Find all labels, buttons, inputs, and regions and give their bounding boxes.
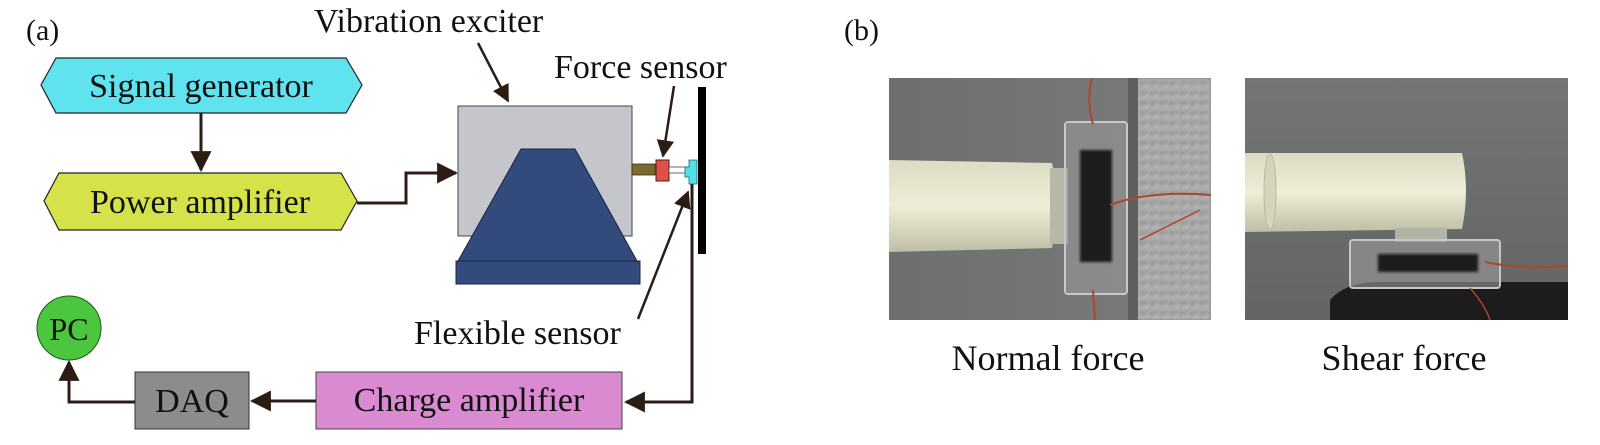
flexible-sensor-pointer	[636, 190, 691, 320]
signal-generator-label: Signal generator	[89, 68, 313, 105]
power-amplifier-label: Power amplifier	[90, 184, 311, 221]
photo-normal-force	[889, 78, 1211, 320]
flexible-sensor-label: Flexible sensor	[414, 315, 621, 352]
exciter-shaft	[631, 163, 656, 176]
pc-label: PC	[49, 311, 88, 347]
force-sensor	[655, 159, 670, 182]
panel-b-label: (b)	[844, 14, 879, 47]
signal-generator-block: Signal generator	[40, 57, 363, 114]
fixed-plate	[698, 87, 706, 254]
charge-amplifier-block: Charge amplifier	[315, 371, 623, 430]
power-amplifier-shape	[43, 172, 358, 231]
force-sensor-label: Force sensor	[554, 49, 727, 86]
force-sensor-pointer	[656, 85, 676, 158]
arrow-daq-to-pc	[58, 359, 135, 404]
pc-shape	[36, 295, 102, 361]
arrow-power-to-exciter	[357, 162, 459, 205]
vibration-exciter-label: Vibration exciter	[314, 3, 544, 40]
exciter-base	[455, 260, 641, 285]
vibration-exciter	[455, 105, 656, 285]
signal-generator-shape	[40, 57, 363, 114]
power-amplifier-block: Power amplifier	[43, 172, 358, 231]
flexible-sensor	[684, 159, 698, 185]
daq-label: DAQ	[155, 383, 229, 420]
pc-node: PC	[36, 295, 102, 361]
vibration-exciter-pointer	[476, 42, 510, 103]
caption-shear-force: Shear force	[1322, 338, 1487, 378]
panel-a-label: (a)	[26, 14, 59, 47]
charge-amplifier-label: Charge amplifier	[354, 382, 585, 419]
wire-sensor-to-charge-amp	[623, 184, 694, 413]
caption-normal-force: Normal force	[952, 338, 1145, 378]
photo-shear-force	[1245, 78, 1568, 320]
daq-block: DAQ	[134, 371, 250, 430]
